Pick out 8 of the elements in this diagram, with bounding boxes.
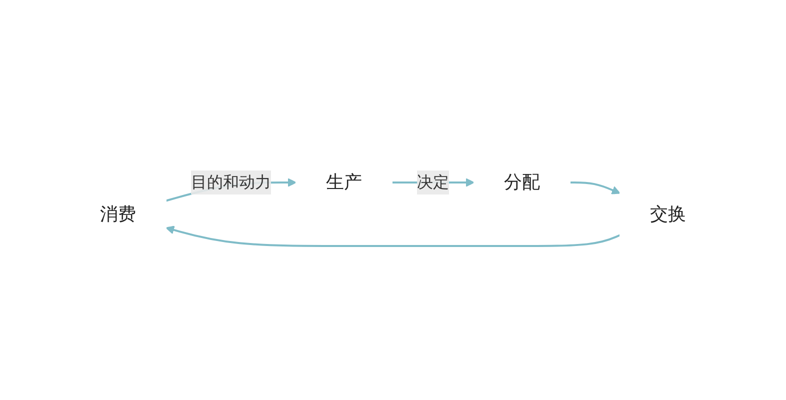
node-text: 分配: [504, 172, 540, 193]
arrow: [570, 182, 620, 194]
node-text: 消费: [100, 204, 136, 225]
node-text: 交换: [650, 204, 686, 225]
edge-label: 目的和动力: [191, 172, 271, 192]
edge-label: 决定: [417, 172, 449, 192]
arrow: [166, 226, 620, 247]
node-text: 生产: [326, 172, 362, 193]
